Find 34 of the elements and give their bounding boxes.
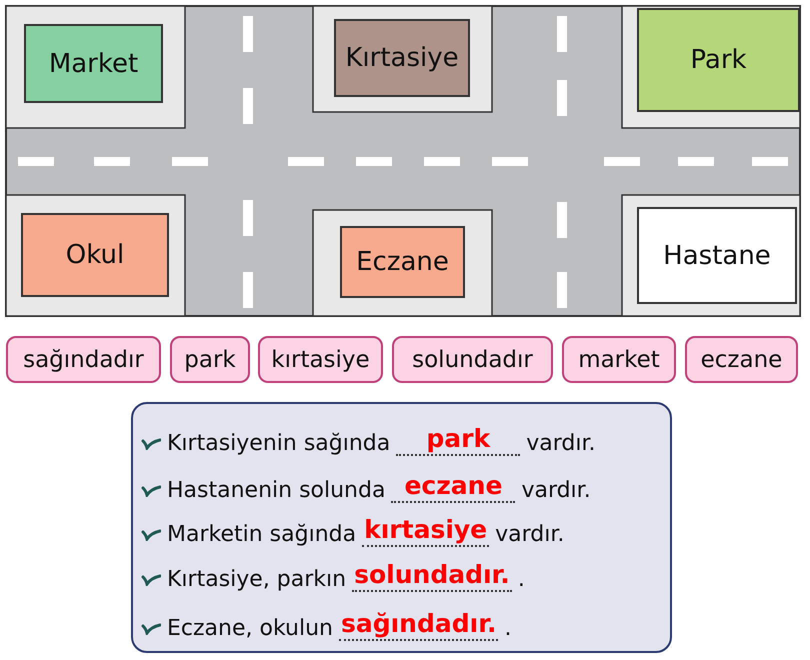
word-card: kırtasiye xyxy=(258,336,383,383)
building-box xyxy=(24,24,163,103)
word-card: eczane xyxy=(685,336,798,383)
building-box xyxy=(21,213,169,297)
sentence-text: vardır. xyxy=(526,431,596,456)
sentence-text: Kırtasiye, parkın xyxy=(167,567,346,592)
building-box xyxy=(340,226,465,298)
word-card: park xyxy=(170,336,250,383)
exercise-panel xyxy=(131,402,672,653)
sentence-text: vardır. xyxy=(495,522,564,547)
word-card: market xyxy=(562,336,676,383)
sentence-text: Kırtasiyenin sağında xyxy=(167,431,390,456)
building-name: Okul xyxy=(66,240,124,270)
building-box xyxy=(637,8,800,112)
building-name: Market xyxy=(48,48,138,78)
building-name: Hastane xyxy=(663,240,771,270)
sentence-text: Hastanenin solunda xyxy=(167,478,386,503)
building-name: Eczane xyxy=(356,247,449,277)
fill-in-line: kırtasiye xyxy=(362,515,490,547)
building-box xyxy=(637,207,797,304)
sentence-text: . xyxy=(518,567,525,592)
building-box xyxy=(334,19,470,97)
word-card: sağındadır xyxy=(6,336,161,383)
building-name: Kırtasiye xyxy=(345,43,459,73)
fill-in-line: solundadır. xyxy=(352,560,512,592)
sentence-text: Eczane, okulun xyxy=(167,616,333,641)
sentence-text: vardır. xyxy=(521,478,591,503)
fill-in-line: park xyxy=(396,424,520,456)
fill-in-line: eczane xyxy=(391,471,516,503)
sentence-text: . xyxy=(504,616,512,641)
word-card: solundadır xyxy=(392,336,553,383)
sentence-text: Marketin sağında xyxy=(167,522,356,547)
fill-in-line: sağındadır. xyxy=(338,609,498,641)
building-name: Park xyxy=(690,45,747,75)
